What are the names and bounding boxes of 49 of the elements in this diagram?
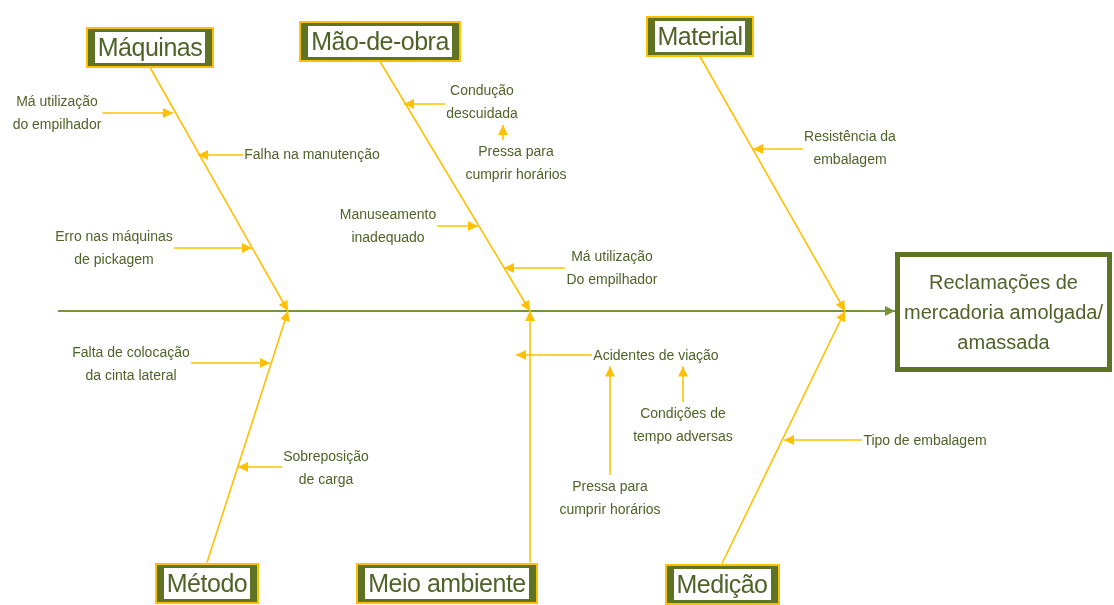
cause-label: Erro nas máquinas de pickagem <box>54 225 174 271</box>
arrow <box>699 55 846 312</box>
category-label: Material <box>654 20 746 52</box>
cause-label: Má utilização do empilhador <box>11 90 103 136</box>
arrow <box>436 221 479 231</box>
cause-label: Falta de colocação da cinta lateral <box>71 341 191 387</box>
cause-label: Pressa para cumprir horários <box>464 140 568 186</box>
category-label: Meio ambiente <box>365 567 529 599</box>
arrow <box>525 310 535 564</box>
arrow <box>498 124 508 141</box>
arrow <box>379 60 531 312</box>
arrow <box>173 243 253 253</box>
category-label: Máquinas <box>94 31 206 63</box>
arrow <box>515 350 593 360</box>
arrow <box>403 99 446 109</box>
arrow <box>503 263 566 273</box>
category-label: Mão-de-obra <box>308 25 452 57</box>
category-box <box>85 26 215 68</box>
arrow <box>190 358 271 368</box>
arrow <box>783 435 863 445</box>
arrow <box>197 150 244 160</box>
arrow <box>605 365 615 476</box>
arrow <box>101 108 174 118</box>
cause-label: Tipo de embalagem <box>862 428 988 452</box>
category-box <box>645 15 755 57</box>
cause-label: Má utilização Do empilhador <box>565 245 659 291</box>
category-label: Medição <box>673 568 771 600</box>
category-box <box>664 563 780 605</box>
arrow <box>206 310 290 564</box>
cause-label: Pressa para cumprir horários <box>558 475 662 521</box>
cause-label: Condução descuidada <box>445 79 519 125</box>
arrow <box>721 310 846 565</box>
arrow <box>149 66 289 312</box>
category-box <box>356 562 538 604</box>
cause-label: Condições de tempo adversas <box>632 402 734 448</box>
cause-label: Falha na manutenção <box>243 142 381 166</box>
cause-label: Acidentes de viação <box>592 343 720 367</box>
spine-arrow <box>57 306 896 316</box>
category-box <box>154 562 260 604</box>
arrow <box>237 462 283 472</box>
effect-label: Reclamações de mercadoria amolgada/ amassada <box>903 270 1104 355</box>
arrow <box>752 144 804 154</box>
category-box <box>299 20 461 62</box>
effect-box <box>895 252 1112 372</box>
arrow <box>678 365 688 403</box>
cause-label: Sobreposição de carga <box>282 445 370 491</box>
cause-label: Resistência da embalagem <box>803 125 897 171</box>
cause-label: Manuseamento inadequado <box>338 203 438 249</box>
category-label: Método <box>163 567 251 599</box>
